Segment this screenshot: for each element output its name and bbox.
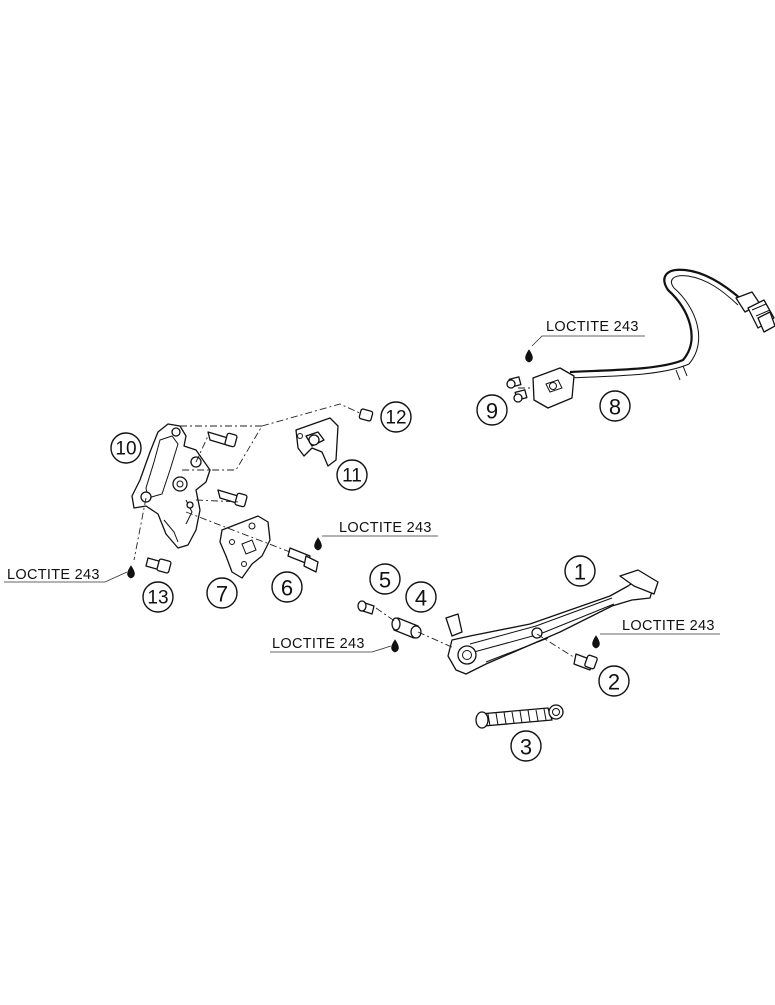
- loctite-drop-near-6: [314, 537, 322, 551]
- part-13-bolt: [145, 557, 172, 574]
- svg-text:11: 11: [342, 466, 362, 487]
- callout-5: 5: [369, 563, 401, 595]
- svg-text:9: 9: [486, 399, 498, 424]
- svg-text:8: 8: [609, 395, 621, 420]
- loctite-label: LOCTITE 243: [7, 567, 100, 583]
- callout-13: 13: [142, 581, 174, 613]
- loctite-label-group-9: LOCTITE 243: [531, 319, 645, 347]
- callout-10: 10: [110, 432, 142, 464]
- callout-1: 1: [564, 555, 596, 587]
- bracket-bolt-lower: [217, 489, 248, 508]
- svg-text:10: 10: [115, 439, 136, 460]
- part-9-screws: [506, 376, 528, 403]
- part-2-bolt: [573, 653, 598, 671]
- callout-2: 2: [598, 665, 630, 697]
- svg-text:13: 13: [147, 588, 168, 609]
- part-8-sidestand-switch-cable: [532, 268, 775, 409]
- part-4-bushing: [391, 617, 422, 639]
- svg-text:7: 7: [216, 582, 228, 607]
- svg-text:6: 6: [281, 576, 293, 601]
- loctite-label-group-6: LOCTITE 243: [322, 520, 438, 537]
- callout-9: 9: [476, 394, 508, 426]
- callout-7: 7: [206, 577, 238, 609]
- svg-text:1: 1: [574, 560, 586, 585]
- callout-6: 6: [271, 571, 303, 603]
- loctite-drop-near-4: [391, 639, 399, 653]
- svg-text:4: 4: [415, 586, 427, 611]
- loctite-drop-near-13: [127, 565, 135, 579]
- part-5-pin: [357, 600, 375, 615]
- callout-11: 11: [336, 459, 368, 491]
- callout-4: 4: [405, 581, 437, 613]
- connector-plug: [735, 291, 775, 333]
- svg-text:12: 12: [385, 408, 406, 429]
- loctite-label: LOCTITE 243: [339, 520, 432, 536]
- loctite-drop-near-9: [525, 349, 533, 363]
- part-11-switch-holder: [295, 417, 339, 467]
- loctite-drop-near-2: [592, 635, 600, 649]
- loctite-label-group-4: LOCTITE 243: [270, 636, 392, 653]
- loctite-label-group-13: LOCTITE 243: [4, 567, 128, 583]
- loctite-label-group-2: LOCTITE 243: [600, 618, 720, 635]
- part-6-pin: [287, 547, 319, 573]
- part-7-plate: [219, 515, 271, 579]
- assembly-lines: [133, 387, 576, 659]
- callout-12: 12: [380, 401, 412, 433]
- callout-3: 3: [510, 730, 542, 762]
- part-10-sidestand-bracket: [131, 423, 211, 549]
- switch-body: [532, 367, 575, 409]
- part-1-side-stand: [445, 569, 659, 675]
- svg-text:3: 3: [520, 735, 532, 760]
- svg-text:2: 2: [608, 670, 620, 695]
- loctite-label: LOCTITE 243: [622, 618, 715, 634]
- part-3-spring: [475, 704, 564, 729]
- bracket-bolt-upper: [207, 431, 238, 448]
- part-12-screw: [358, 408, 374, 422]
- callout-8: 8: [599, 390, 631, 422]
- loctite-label: LOCTITE 243: [546, 319, 639, 335]
- loctite-label: LOCTITE 243: [272, 636, 365, 652]
- svg-text:5: 5: [379, 568, 391, 593]
